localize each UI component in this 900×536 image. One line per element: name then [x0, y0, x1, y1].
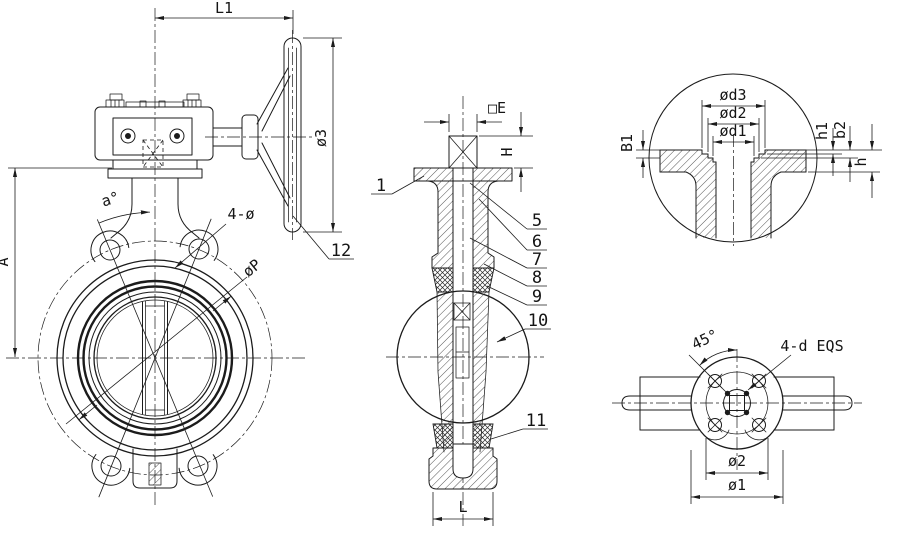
- dim-h1: h1: [813, 122, 831, 140]
- handwheel-hub: [241, 114, 259, 160]
- disc-hub-section: [436, 291, 490, 453]
- label-4d-eqs: 4-d EQS: [780, 337, 843, 355]
- seat-ring-inner: [82, 285, 228, 431]
- section-part-labels: 1 5 6 7 8 9 10 11: [371, 175, 551, 440]
- seat-ring-outer: [76, 279, 234, 437]
- gear-operator-housing: [94, 93, 214, 168]
- stem-seal-lower: [432, 423, 454, 449]
- dim-phiP: øP: [239, 255, 264, 280]
- stem-seal-lower: [472, 423, 494, 449]
- detail-view: ød3 ød2 ød1 B1 h1 b2 h: [618, 73, 882, 246]
- dim-phi3: ø3: [312, 129, 330, 147]
- stem-end-left: [621, 395, 692, 411]
- dim-h: h: [852, 157, 870, 166]
- handwheel-assembly: [212, 37, 302, 233]
- stem-blind-hole: [452, 443, 474, 479]
- stem-end-right: [782, 395, 853, 411]
- part-label-5: 5: [532, 211, 542, 231]
- body-top-outline: [621, 376, 853, 431]
- valve-neck: [107, 159, 203, 239]
- part-label-9: 9: [532, 287, 542, 307]
- dim-L: L: [458, 498, 467, 516]
- part-label-11: 11: [526, 411, 546, 431]
- dim-phi1: ø1: [728, 476, 746, 494]
- dim-d3: ød3: [719, 86, 746, 104]
- part-label-8: 8: [532, 268, 542, 288]
- bolt-hole: [187, 455, 209, 477]
- front-view: L1 ø3 A a° 4-ø øP 12: [0, 0, 354, 505]
- part-label-7: 7: [532, 250, 542, 270]
- dim-b2: b2: [831, 121, 849, 139]
- detail-dimensions: ød3 ød2 ød1 B1 h1 b2 h: [618, 86, 882, 198]
- dim-4-holes: 4-ø: [227, 205, 254, 223]
- bottom-boss-section: [428, 443, 498, 490]
- bolt-hole: [100, 455, 122, 477]
- part-label-6: 6: [532, 232, 542, 252]
- flange-seat-section: [659, 149, 807, 239]
- disc-section: [396, 290, 530, 424]
- bolt-hole: [188, 238, 210, 260]
- part-label-12: 12: [331, 241, 351, 261]
- stem-seal-upper: [431, 267, 454, 293]
- top-view-dimensions: 45° 4-d EQS ø2 ø1: [688, 326, 844, 504]
- section-view: □E H L 1 5 6 7 8 9 10: [371, 96, 551, 526]
- part-label-1: 1: [376, 176, 386, 196]
- dim-d1: ød1: [719, 122, 746, 140]
- dim-phi2: ø2: [728, 452, 746, 470]
- top-view: 45° 4-d EQS ø2 ø1: [612, 326, 862, 504]
- dim-45deg: 45°: [689, 326, 721, 354]
- dim-H: H: [498, 147, 516, 156]
- section-dimensions: □E H L: [424, 99, 533, 526]
- top-flange-section: [413, 167, 513, 182]
- stem-seal-upper: [472, 267, 495, 293]
- valve-body-front: [37, 218, 273, 498]
- dim-L1: L1: [215, 0, 233, 17]
- dim-A: A: [0, 257, 12, 266]
- handwheel-rim: [283, 37, 302, 233]
- disc-edge: [93, 296, 217, 420]
- dim-square-E: □E: [488, 99, 506, 117]
- part-label-10: 10: [528, 311, 548, 331]
- bottom-plug-section: [149, 463, 161, 485]
- cover-bolts: [105, 93, 202, 108]
- dim-alpha: a°: [99, 188, 122, 211]
- hidden-stem-square: [142, 139, 164, 168]
- bolt-hole: [99, 239, 121, 261]
- stem-square-hole: [729, 395, 745, 411]
- dim-d2: ød2: [719, 104, 746, 122]
- dim-B1: B1: [618, 134, 636, 152]
